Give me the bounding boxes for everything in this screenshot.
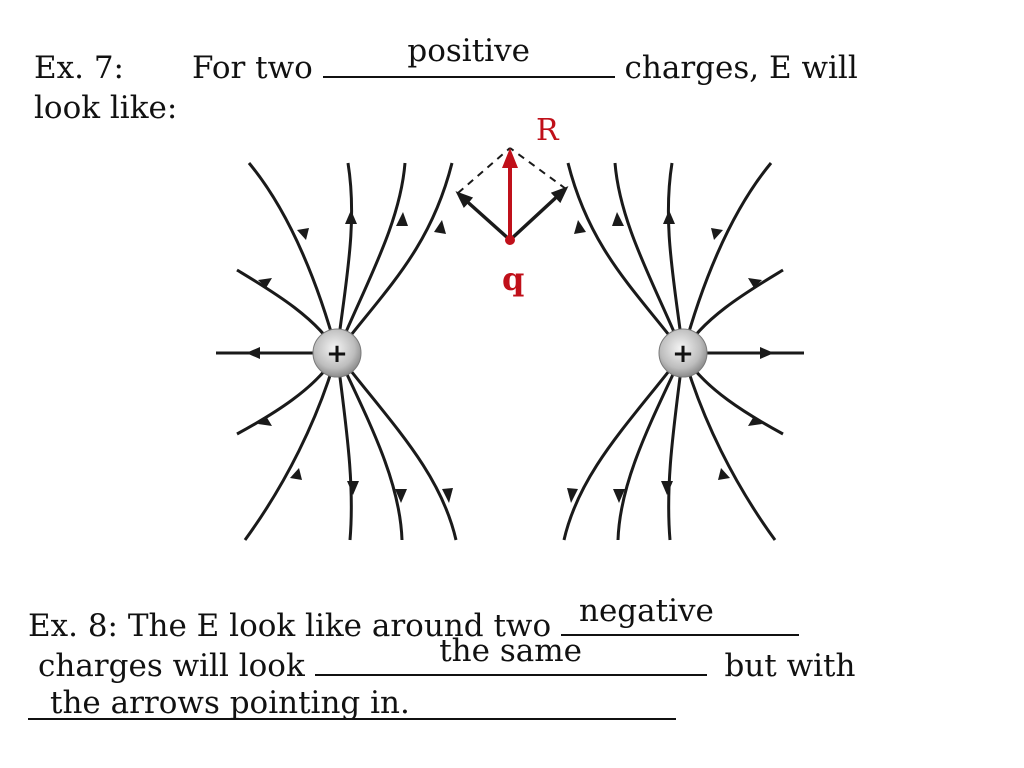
ex7-text-before: For two [192, 50, 313, 86]
ex8-line2-after: but with [724, 648, 856, 684]
ex8-line3: the arrows pointing in. [28, 686, 676, 730]
field-vector-left [455, 191, 512, 242]
field-arrowheads [246, 210, 774, 503]
field-line [243, 352, 339, 541]
ex8-blank3: the arrows pointing in. [28, 686, 676, 720]
arrowhead [613, 489, 625, 503]
field-line [616, 352, 685, 541]
arrowhead [258, 278, 272, 288]
field-line [335, 352, 458, 541]
field-line [681, 352, 777, 541]
arrowhead [434, 220, 446, 234]
arrowhead [290, 468, 302, 480]
vector-construction: R q [455, 113, 569, 298]
ex8-blank1: negative [560, 594, 799, 636]
arrowhead [395, 489, 407, 503]
right-charge-sign: + [672, 339, 694, 369]
ex7-text-after: charges, E will [624, 50, 858, 86]
arrowhead [663, 210, 675, 224]
resultant-label: R [536, 113, 560, 148]
ex8-line2-before: charges will look [38, 648, 305, 684]
arrowhead [661, 481, 673, 495]
field-vector-right [508, 186, 569, 242]
arrowhead [345, 210, 357, 224]
arrowhead [396, 212, 408, 226]
field-line [566, 162, 685, 354]
ex8-answer-1: negative [578, 593, 714, 629]
arrowhead [748, 278, 762, 288]
field-line [335, 352, 404, 541]
ex7-line1: Ex. 7: For two positive charges, E will [34, 34, 858, 88]
test-charge-dot [505, 235, 515, 245]
test-charge-label: q [502, 260, 524, 298]
dashed-guide-right [509, 147, 567, 190]
ex7-blank: positive [322, 34, 615, 78]
ex8-answer-2: the same [439, 633, 582, 669]
field-line [613, 162, 685, 354]
ex8-blank2: the same [314, 634, 707, 676]
field-line [335, 162, 407, 354]
ex8-line2: charges will look the same but with [38, 634, 856, 686]
ex8-line1: Ex. 8: The E look like around two negati… [28, 594, 799, 646]
field-line [681, 162, 773, 354]
field-line [247, 162, 339, 354]
left-charge: + [312, 328, 362, 378]
ex8-text-before: Ex. 8: The E look like around two [28, 608, 552, 644]
ex7-prefix: Ex. 7: [34, 50, 124, 86]
ex7-answer: positive [407, 33, 530, 69]
dashed-guide-left [457, 147, 511, 194]
ex8-answer-3: the arrows pointing in. [50, 685, 410, 721]
arrowhead [347, 481, 359, 495]
field-line [562, 352, 685, 541]
arrowhead [612, 212, 624, 226]
arrowhead [711, 228, 723, 240]
right-charge: + [658, 328, 708, 378]
arrowhead [246, 347, 260, 359]
arrowhead [442, 488, 453, 503]
arrowhead [297, 228, 309, 240]
arrowhead [760, 347, 774, 359]
arrowhead [574, 220, 586, 234]
left-charge-sign: + [326, 339, 348, 369]
field-line [335, 162, 454, 354]
ex7-line2: look like: [34, 90, 178, 126]
arrowhead [567, 488, 578, 503]
arrowhead [748, 416, 762, 426]
arrowhead [258, 416, 272, 426]
arrowhead [718, 468, 730, 480]
